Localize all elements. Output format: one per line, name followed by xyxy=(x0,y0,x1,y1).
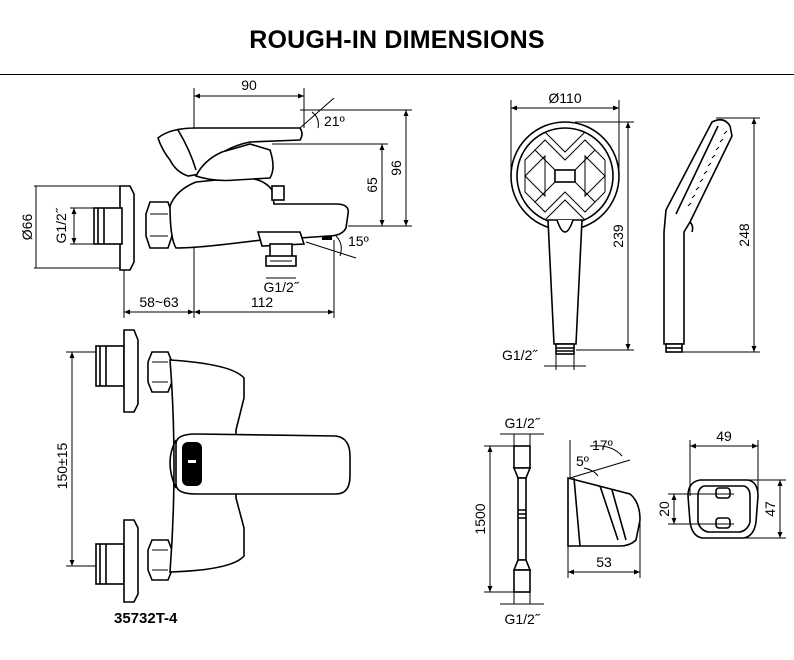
dim-53: 53 xyxy=(596,554,612,570)
dim-90: 90 xyxy=(241,77,257,93)
dim-hose-thread-bottom: G1/2˝ xyxy=(504,611,540,627)
faucet-side-view: 90 21º 96 65 Ø66 G1/2˝ 15º G1/2˝ xyxy=(19,77,412,318)
dim-49: 49 xyxy=(716,428,732,444)
holder-side-view: 17º 5º 53 xyxy=(567,437,641,578)
page-title: ROUGH-IN DIMENSIONS xyxy=(249,26,545,54)
hose-view: G1/2˝ 1500 G1/2˝ xyxy=(472,415,544,627)
dim-248: 248 xyxy=(736,223,752,247)
dim-centers: 150±15 xyxy=(54,442,70,489)
title-divider xyxy=(0,74,794,75)
dim-20: 20 xyxy=(656,501,672,517)
dim-112: 112 xyxy=(251,294,274,310)
dim-1500: 1500 xyxy=(472,503,488,534)
dim-thread-inlet: G1/2˝ xyxy=(53,207,69,243)
hand-shower-front-view: Ø110 239 G1/2˝ xyxy=(502,90,634,370)
dim-angle-15: 15º xyxy=(348,233,369,249)
model-number: 35732T-4 xyxy=(114,610,178,627)
dim-thread-outlet: G1/2˝ xyxy=(263,279,299,295)
dim-65: 65 xyxy=(364,177,380,193)
dim-diameter-66: Ø66 xyxy=(19,214,35,241)
hand-shower-side-view: 248 xyxy=(663,117,760,353)
dim-offset: 58~63 xyxy=(139,294,179,310)
dim-96: 96 xyxy=(388,160,404,176)
faucet-front-view: 150±15 35732T-4 xyxy=(54,329,351,627)
dim-shower-thread: G1/2˝ xyxy=(502,347,538,363)
dim-239: 239 xyxy=(610,224,626,248)
dim-hose-thread-top: G1/2˝ xyxy=(504,415,540,431)
dim-angle-17: 17º xyxy=(592,437,613,453)
dim-47: 47 xyxy=(762,501,778,517)
dim-angle-21: 21º xyxy=(324,113,345,129)
holder-front-view: 49 20 47 xyxy=(656,428,786,539)
dim-angle-5: 5º xyxy=(576,453,589,469)
dim-shower-diameter: Ø110 xyxy=(548,90,581,106)
